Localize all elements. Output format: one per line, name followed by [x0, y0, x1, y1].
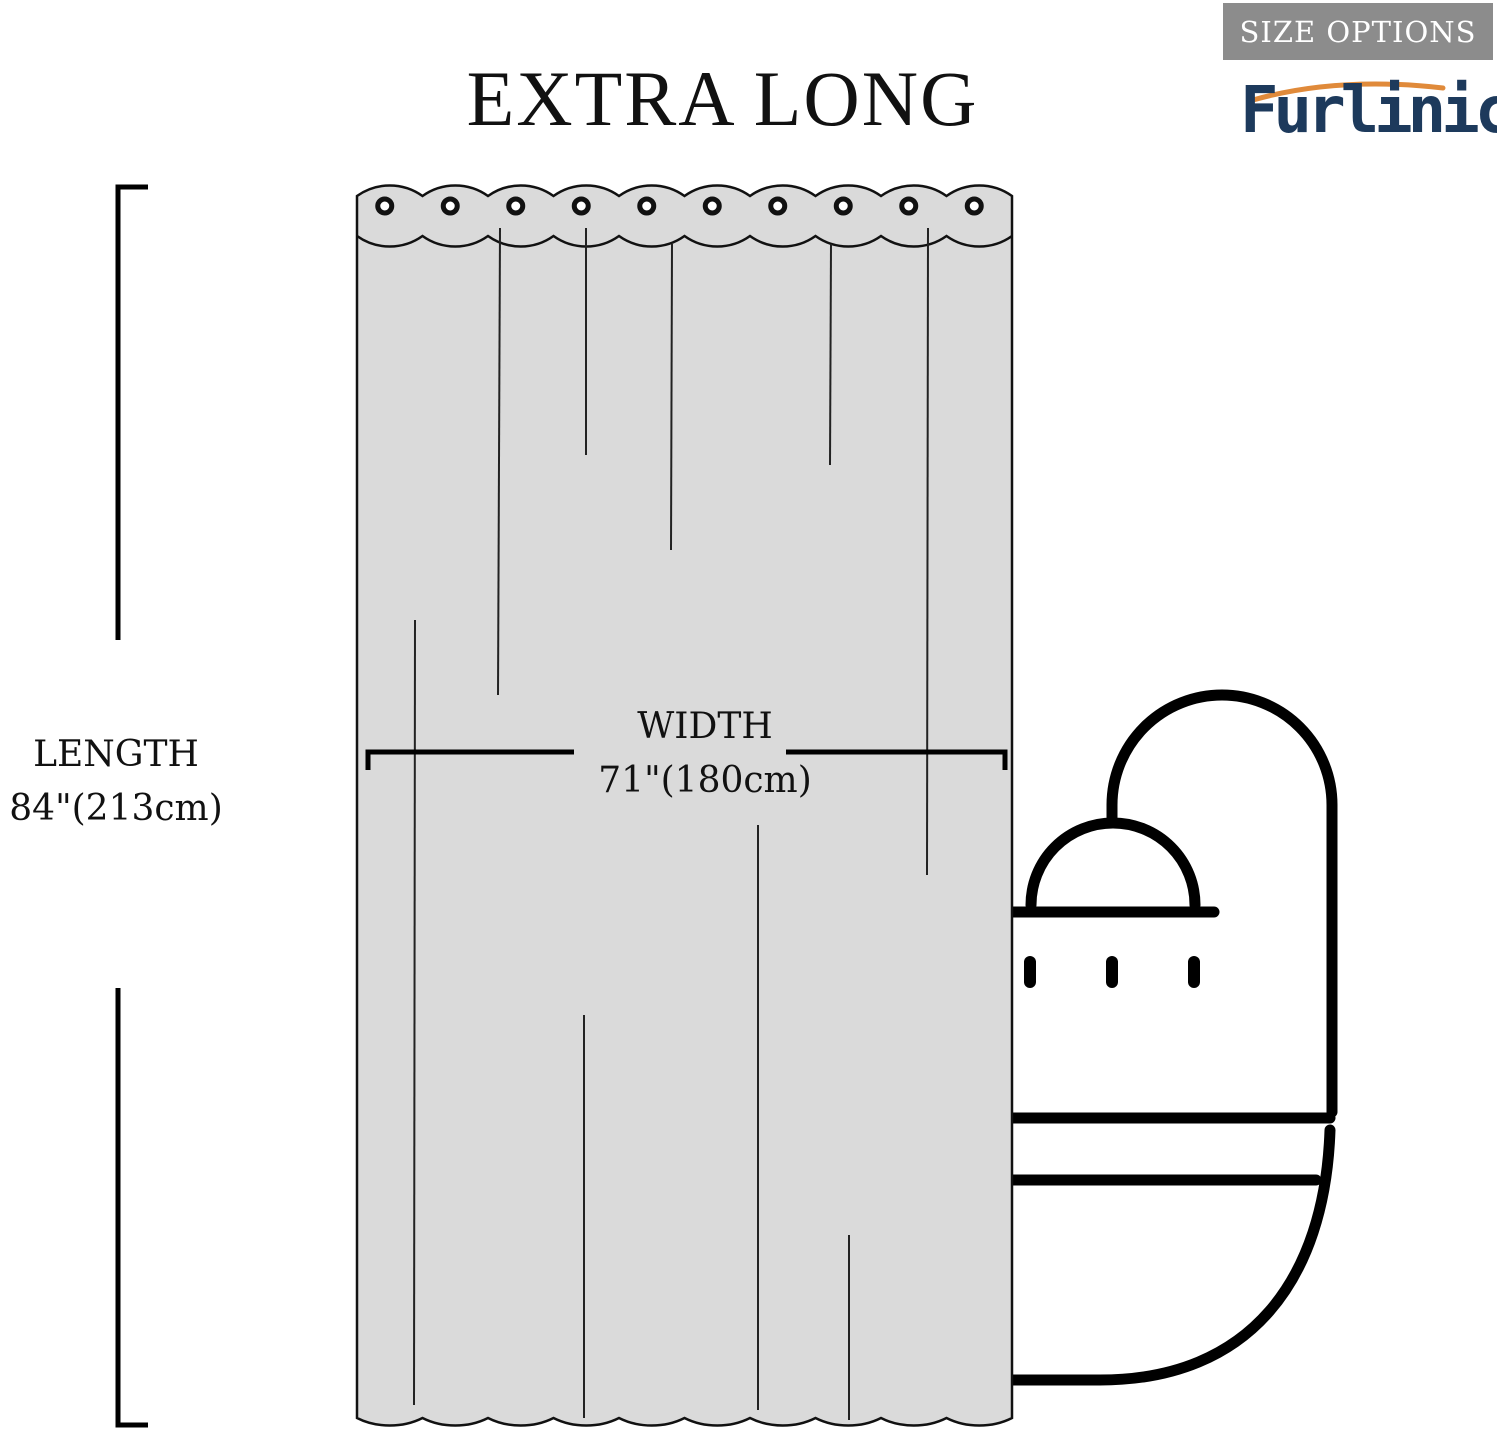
brand-logo: Furlinic [1240, 74, 1497, 148]
curtain-grommet-icon [964, 196, 984, 216]
width-title: WIDTH [637, 706, 773, 747]
shower-head-icon [1004, 817, 1220, 988]
width-bracket [365, 749, 1008, 770]
size-options-badge: SIZE OPTIONS [1223, 3, 1493, 60]
length-label: LENGTH 84"(213cm) [0, 728, 232, 836]
curtain-fold [926, 227, 929, 876]
curtain-grommet-icon [571, 196, 591, 216]
curtain-grommet-icon [440, 196, 460, 216]
curtain-fold [670, 243, 673, 551]
curtain-grommet-icon [637, 196, 657, 216]
curtain-fold [413, 619, 416, 1406]
curtain-grommet-icon [768, 196, 788, 216]
curtain-panel [355, 184, 1014, 1427]
curtain-grommet-icon [375, 196, 395, 216]
bathtub-icon [1004, 689, 1338, 1386]
curtain-fold [829, 243, 832, 466]
curtain-fold [497, 227, 501, 696]
brand-swoosh-icon [1250, 81, 1446, 103]
width-label: WIDTH 71"(180cm) [560, 700, 850, 808]
length-value: 84"(213cm) [9, 788, 223, 829]
page-title: EXTRA LONG [466, 55, 979, 142]
width-value: 71"(180cm) [598, 760, 812, 801]
curtain-grommet-icon [899, 196, 919, 216]
curtain-grommet-icon [506, 196, 526, 216]
curtain-grommet-icon [833, 196, 853, 216]
length-title: LENGTH [33, 734, 199, 775]
length-bracket [115, 184, 148, 1428]
curtain-grommet-icon [702, 196, 722, 216]
